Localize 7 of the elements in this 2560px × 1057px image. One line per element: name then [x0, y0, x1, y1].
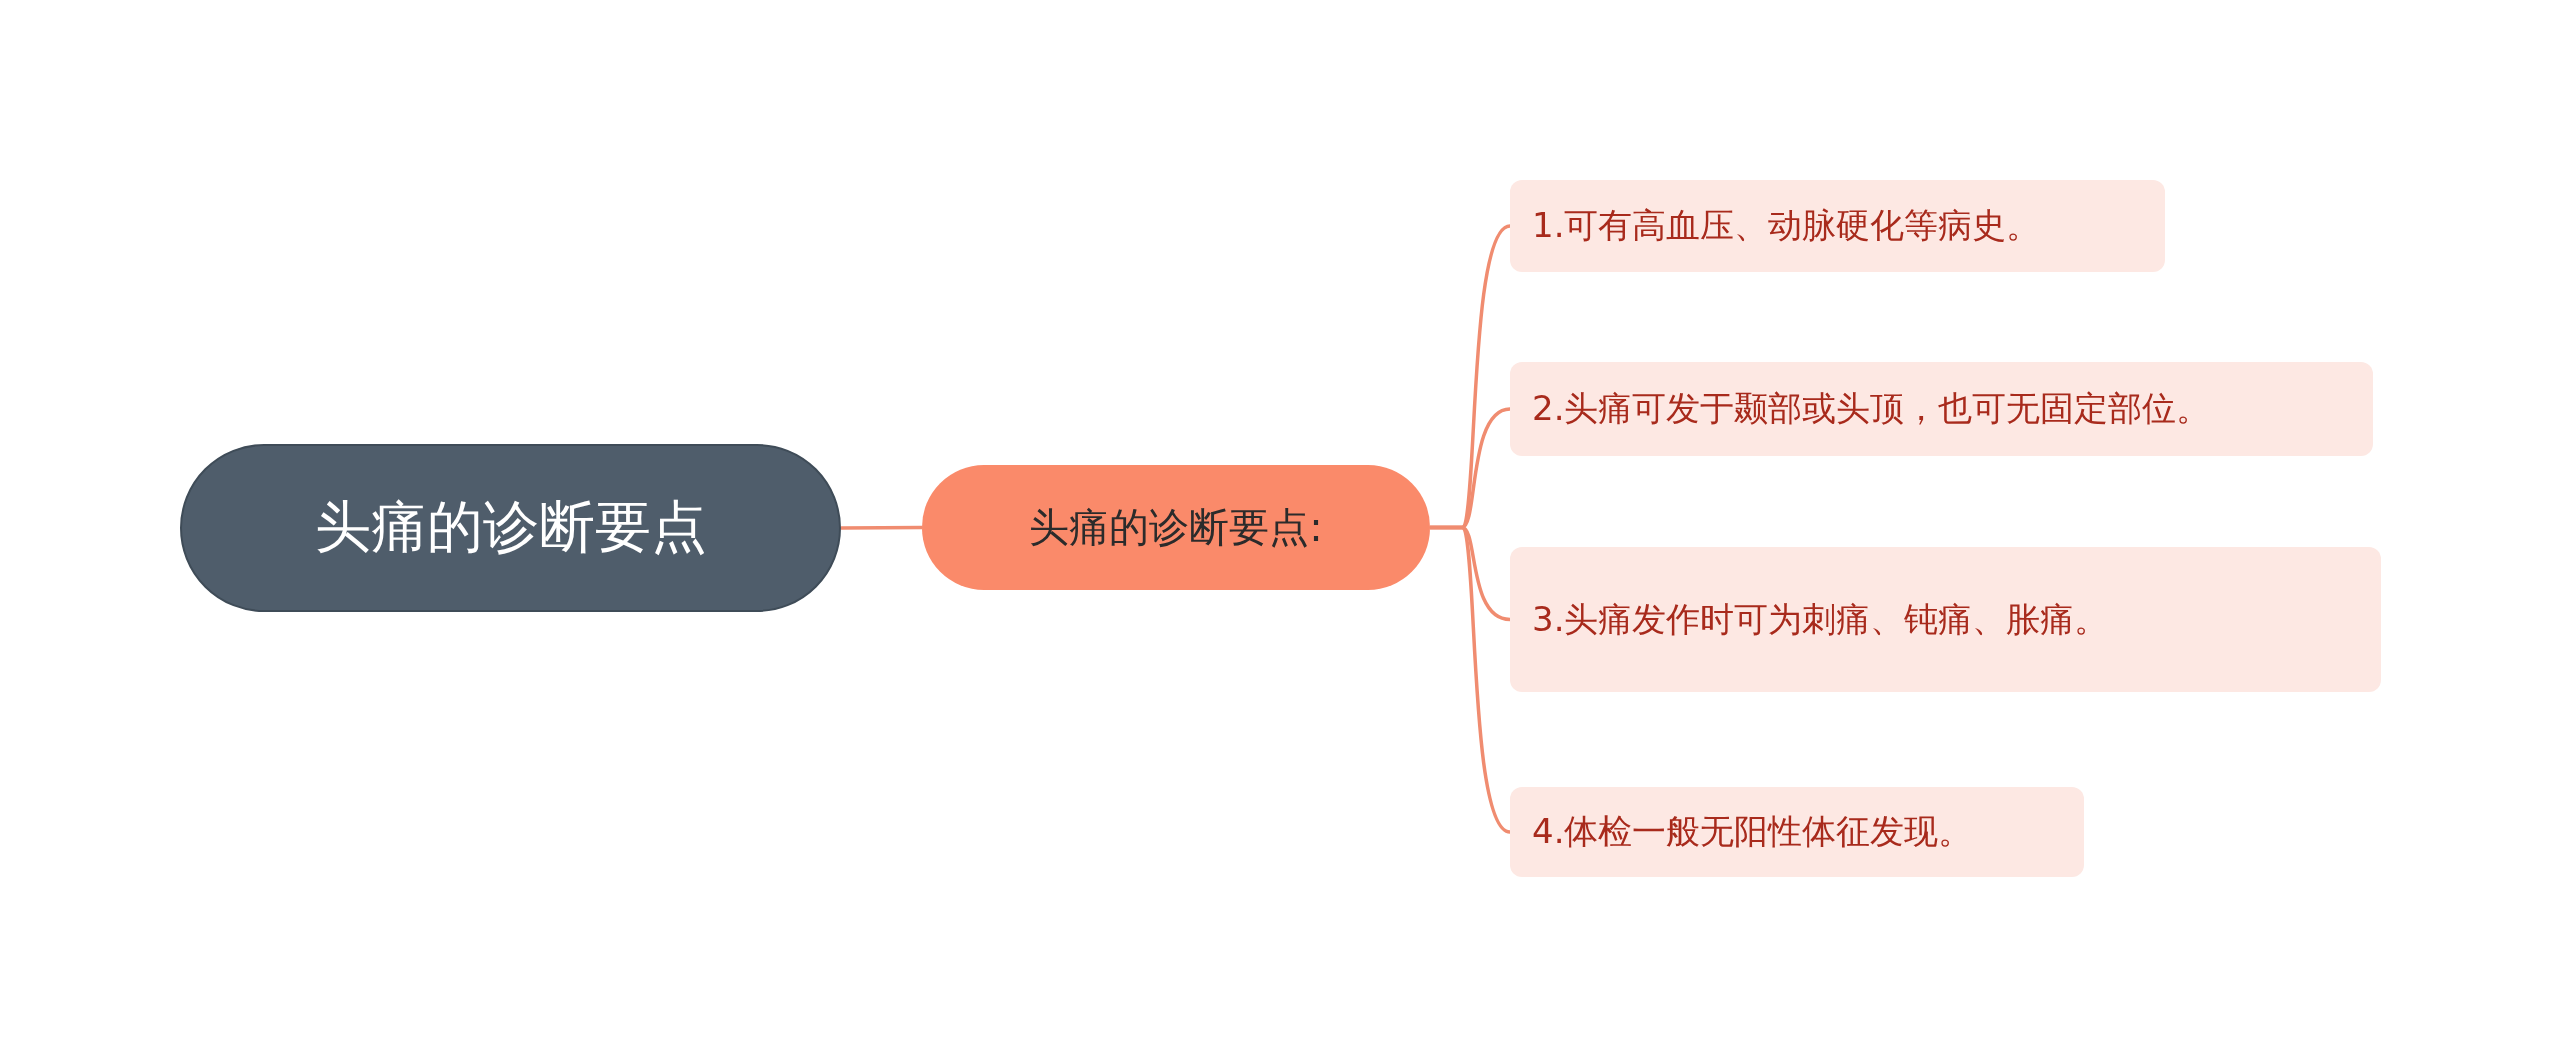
root-topic: 头痛的诊断要点 [180, 444, 841, 612]
subtopic-box: 1.可有高血压、动脉硬化等病史。 [1510, 180, 2165, 272]
subtopic-box: 3.头痛发作时可为刺痛、钝痛、胀痛。 [1510, 547, 2381, 692]
connector-line [841, 525, 922, 530]
subtopic-box: 2.头痛可发于颞部或头顶，也可无固定部位。 [1510, 362, 2373, 456]
subtopic-box: 4.体检一般无阳性体征发现。 [1510, 787, 2084, 877]
main-topic: 头痛的诊断要点: [922, 465, 1430, 590]
